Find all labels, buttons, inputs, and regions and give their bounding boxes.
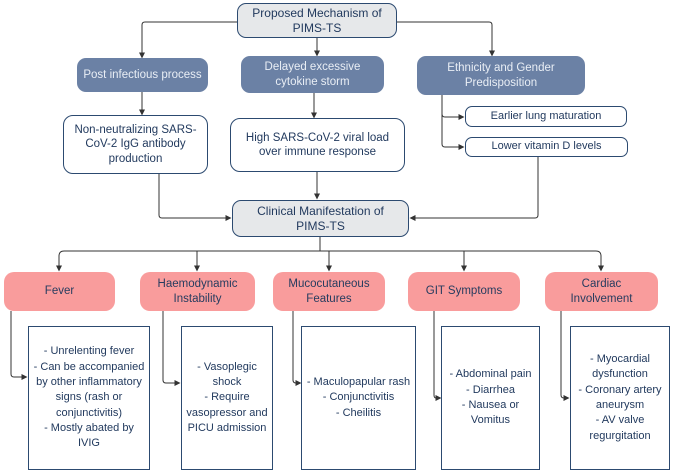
fan-horizontal xyxy=(58,250,602,257)
arrow-top-to-postinfectious xyxy=(139,21,237,59)
antibody-production-box: Non-neutralizing SARS-CoV-2 IgG antibody… xyxy=(63,115,208,174)
vitamin-d-label: Lower vitamin D levels xyxy=(491,140,602,153)
detail-item: - Diarrhea xyxy=(466,383,515,396)
viral-load-label: High SARS-CoV-2 viral load over immune r… xyxy=(245,131,390,158)
detail-item: - AV valve regurgitation xyxy=(589,414,651,442)
clinical-manifestation-label: Clinical Manifestation of PIMS-TS xyxy=(257,203,384,233)
fever-box: Fever xyxy=(4,272,115,311)
mucocutaneous-details-box: - Maculopapular rash - Conjunctivitis - … xyxy=(301,326,416,470)
haemodynamic-details-box: - Vasoplegic shock - Require vasopressor… xyxy=(181,326,273,470)
detail-item: - Require vasopressor and PICU admission xyxy=(186,391,268,435)
detail-item: - Unrelenting fever xyxy=(43,345,135,358)
cardiac-details-box: - Myocardial dysfunction - Coronary arte… xyxy=(570,326,670,470)
viral-load-box: High SARS-CoV-2 viral load over immune r… xyxy=(230,118,405,172)
arrow-fever-to-details xyxy=(10,311,28,380)
detail-item: - Abdominal pain xyxy=(449,368,532,381)
detail-item: - Mostly abated by IVIG xyxy=(44,422,134,450)
lung-maturation-label: Earlier lung maturation xyxy=(490,109,602,122)
cytokine-storm-box: Delayed excessive cytokine storm xyxy=(241,56,384,93)
detail-item: - Cheilitis xyxy=(335,406,382,419)
arrow-git-to-details xyxy=(433,311,442,401)
cytokine-storm-label: Delayed excessive cytokine storm xyxy=(264,61,361,88)
lung-maturation-box: Earlier lung maturation xyxy=(465,106,627,127)
haemodynamic-label: Haemodynamic Instability xyxy=(157,278,238,305)
arrow-ethnicity-to-vitamind xyxy=(441,95,465,150)
cardiac-involvement-box: Cardiac Involvement xyxy=(545,272,658,311)
git-symptoms-label: GIT Symptoms xyxy=(425,285,503,298)
proposed-mechanism-box: Proposed Mechanism of PIMS-TS xyxy=(237,3,397,38)
arrow-ethnicity-to-lung xyxy=(441,95,465,120)
detail-item: - Can be accompanied by other inflammato… xyxy=(33,360,145,419)
detail-item: - Maculopapular rash xyxy=(306,375,411,388)
clinical-manifestation-box: Clinical Manifestation of PIMS-TS xyxy=(232,200,409,237)
arrow-vitamind-to-clinical xyxy=(409,157,539,221)
cardiac-involvement-label: Cardiac Involvement xyxy=(570,278,633,305)
git-details-box: - Abdominal pain - Diarrhea - Nausea or … xyxy=(441,326,540,470)
proposed-mechanism-label: Proposed Mechanism of PIMS-TS xyxy=(252,5,382,35)
post-infectious-label: Post infectious process xyxy=(83,68,202,81)
detail-item: - Myocardial dysfunction xyxy=(590,352,650,381)
arrow-top-to-ethnicity xyxy=(397,21,495,57)
ethnicity-gender-label: Ethnicity and Gender Predisposition xyxy=(447,62,555,89)
arrow-cardiac-to-details xyxy=(560,311,570,401)
fever-details-box: - Unrelenting fever - Can be accompanied… xyxy=(28,326,150,470)
fever-label: Fever xyxy=(44,285,75,298)
mucocutaneous-box: Mucocutaneous Features xyxy=(273,272,385,311)
mucocutaneous-label: Mucocutaneous Features xyxy=(288,278,370,305)
haemodynamic-box: Haemodynamic Instability xyxy=(140,272,255,311)
antibody-production-label: Non-neutralizing SARS-CoV-2 IgG antibody… xyxy=(74,123,197,165)
vitamin-d-box: Lower vitamin D levels xyxy=(465,137,628,157)
arrow-mucocutaneous-to-details xyxy=(292,311,302,386)
detail-item: - Coronary artery aneurysm xyxy=(578,383,662,411)
detail-item: - Vasoplegic shock xyxy=(197,360,257,388)
arrow-haemodynamic-to-details xyxy=(162,311,181,386)
post-infectious-box: Post infectious process xyxy=(77,58,208,92)
ethnicity-gender-box: Ethnicity and Gender Predisposition xyxy=(417,56,585,95)
git-symptoms-box: GIT Symptoms xyxy=(408,272,520,311)
arrow-antibody-to-clinical xyxy=(158,174,232,221)
detail-item: - Nausea or Vomitus xyxy=(461,399,520,427)
detail-item: - Conjunctivitis xyxy=(322,391,395,404)
